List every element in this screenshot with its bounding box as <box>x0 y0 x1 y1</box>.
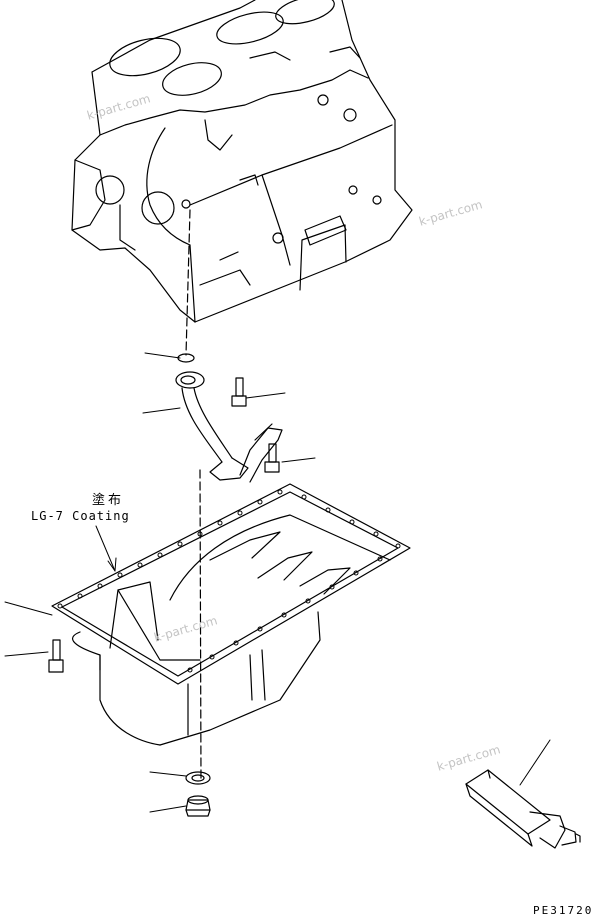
engine-block <box>71 0 413 323</box>
oil-pan <box>51 483 411 746</box>
drain-gasket <box>185 771 211 785</box>
pan-bolt-holes <box>57 489 401 673</box>
bolt-3 <box>48 639 64 673</box>
suction-pipe <box>175 371 283 483</box>
bolt-2 <box>264 443 280 473</box>
figure-code: PE31720 <box>533 904 594 917</box>
sealant-tube <box>465 769 581 849</box>
bolt-1 <box>231 377 247 407</box>
leader-lines <box>4 352 551 813</box>
drain-plug <box>185 795 211 817</box>
coating-note-english: LG-7 Coating <box>31 509 130 523</box>
coating-note-japanese: 塗布 <box>92 493 125 508</box>
